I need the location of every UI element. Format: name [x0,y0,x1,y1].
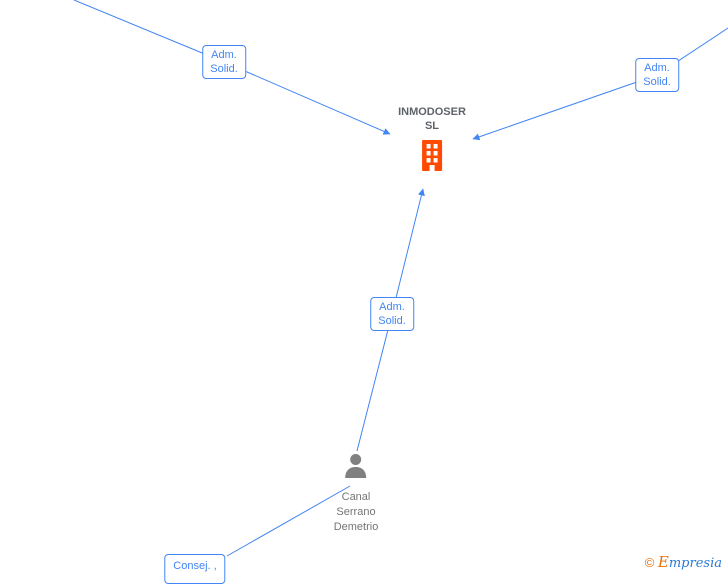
edge-label-adm-solid-middle[interactable]: Adm. Solid. [370,297,414,331]
edge-label-adm-solid-top-left[interactable]: Adm. Solid. [202,45,246,79]
building-icon[interactable] [417,139,447,171]
edge-label-line2: Solid. [210,63,238,75]
company-name-line1: INMODOSER [398,106,466,118]
edge-label-line2: Solid. [378,315,406,327]
edge-label-line2: Solid. [643,76,671,88]
company-name-line2: SL [424,120,440,132]
edge-label-line1: Adm. [379,301,405,313]
person-name-line3: Demetrio [333,521,379,533]
person-name[interactable]: Canal Serrano Demetrio [334,490,379,535]
person-node-canal-serrano-demetrio: Canal Serrano Demetrio [334,452,379,535]
brand-text: mpresia [668,556,722,571]
edge-label-line1: Consej. , [173,560,217,572]
brand-initial: E [657,553,669,571]
company-node-inmodoser: INMODOSER SL [398,105,466,176]
person-name-line2: Serrano [336,506,376,518]
edge-label-adm-solid-top-right[interactable]: Adm. Solid. [635,58,679,92]
empresia-brand-link[interactable]: © Empresia [645,553,722,571]
edge-label-consej-bottom[interactable]: Consej. , [164,554,226,584]
person-name-line1: Canal [341,491,371,503]
edge-line-topright-to-company [472,27,728,141]
edge-label-line1: Adm. [211,49,237,61]
company-name[interactable]: INMODOSER SL [398,105,466,133]
copyright-icon: © [644,555,655,570]
edge-line-bottomleft-to-person [226,485,351,557]
person-icon[interactable] [343,452,369,480]
edge-label-line1: Adm. [644,62,670,74]
